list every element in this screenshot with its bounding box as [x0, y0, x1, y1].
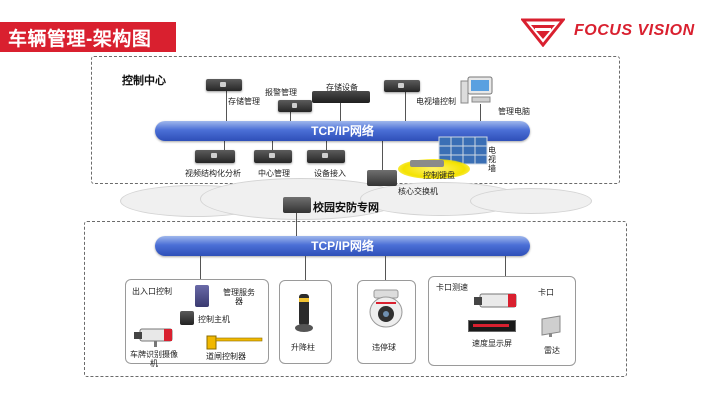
plate-camera-label: 车牌识别摄像机 [130, 350, 178, 368]
dome-camera-icon [369, 289, 403, 328]
connector [296, 213, 297, 237]
campus-network-label: 校园安防专网 [313, 202, 379, 214]
mgmt-server-icon [195, 285, 209, 307]
tv-wall-ctrl-server-icon [384, 80, 420, 92]
center-mgmt-server-icon [254, 150, 292, 163]
tv-wall-label: 电视墙 [488, 146, 496, 173]
control-keyboard-label: 控制键盘 [423, 171, 455, 180]
core-switch-label: 核心交换机 [398, 187, 438, 196]
center-mgmt-label: 中心管理 [258, 169, 290, 178]
control-host-label: 控制主机 [198, 315, 230, 324]
storage-mgmt-server-icon [206, 79, 242, 91]
barrier-gate-icon [206, 335, 263, 350]
tcpip-bus-control-center: TCP/IP网络 [155, 121, 530, 141]
storage-device-icon [312, 91, 370, 103]
alarm-mgmt-label: 报警管理 [265, 88, 297, 97]
mgmt-server-label: 管理服务器 [223, 288, 255, 306]
checkpoint-camera-icon [474, 293, 517, 308]
gate-controller-label: 道闸控制器 [206, 352, 246, 361]
connector [272, 140, 273, 152]
campus-switch-icon [283, 197, 311, 213]
video-analysis-label: 视频结构化分析 [185, 169, 241, 178]
connector [226, 88, 227, 122]
bollard-label: 升降柱 [291, 343, 315, 352]
storage-mgmt-label: 存储管理 [228, 97, 260, 106]
dome-label: 违停球 [372, 343, 396, 352]
device-access-label: 设备接入 [314, 169, 346, 178]
alarm-mgmt-server-icon [278, 100, 312, 112]
computer-icon [460, 76, 493, 104]
control-host-icon [180, 311, 194, 325]
bollard-icon [295, 294, 313, 332]
speed-display-icon [468, 320, 516, 332]
device-access-server-icon [307, 150, 345, 163]
page-title: 车辆管理-架构图 [8, 29, 152, 50]
connector [200, 256, 201, 288]
connector [305, 256, 306, 282]
mgmt-pc-label: 管理电脑 [498, 107, 530, 116]
connector [382, 140, 383, 174]
connector [224, 140, 225, 152]
display-digits [473, 324, 509, 327]
control-center-box [91, 56, 620, 184]
title-banner [0, 22, 176, 52]
connector [405, 92, 406, 122]
keyboard-icon [410, 160, 444, 167]
core-switch-icon [367, 170, 397, 186]
campus-box [84, 221, 627, 377]
checkpoint-title: 卡口测速 [436, 283, 468, 292]
bus-label: TCP/IP网络 [311, 124, 374, 138]
bus-label: TCP/IP网络 [311, 239, 374, 253]
brand-name: FOCUS VISION [574, 22, 695, 39]
tv-wall-ctrl-label: 电视墙控制 [416, 97, 456, 106]
radar-icon [541, 315, 561, 337]
connector [340, 100, 341, 122]
tcpip-bus-campus: TCP/IP网络 [155, 236, 530, 256]
plate-camera-icon [134, 328, 173, 347]
video-analysis-server-icon [195, 150, 235, 163]
cloud-part [470, 188, 592, 214]
storage-device-label: 存储设备 [326, 83, 358, 92]
speed-display-label: 速度显示屏 [472, 339, 512, 348]
radar-label: 雷达 [544, 346, 560, 355]
focus-vision-logo-icon [521, 18, 565, 47]
entrance-title: 出入口控制 [132, 287, 172, 296]
connector [326, 140, 327, 152]
connector [290, 112, 291, 122]
connector [385, 256, 386, 282]
connector [505, 256, 506, 276]
kakou-label: 卡口 [538, 288, 554, 297]
connector [480, 104, 481, 122]
control-center-title: 控制中心 [122, 75, 166, 87]
